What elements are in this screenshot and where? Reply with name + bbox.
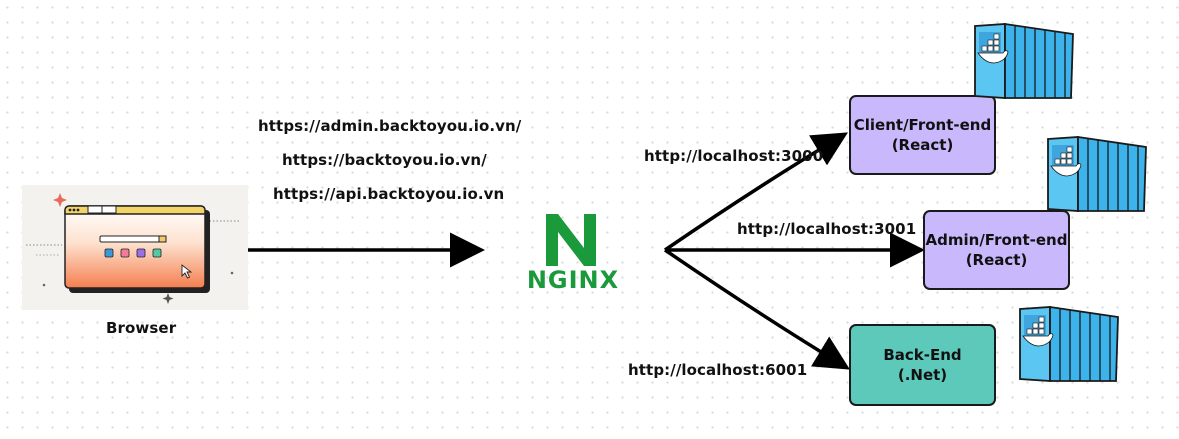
browser-window-icon [26, 193, 240, 304]
incoming-url-api: https://api.backtoyou.io.vn [273, 185, 505, 203]
docker-container-icon [974, 22, 1074, 99]
arrow-to-client [664, 132, 849, 252]
incoming-url-client: https://backtoyou.io.vn/ [282, 151, 487, 169]
service-admin-frontend: Admin/Front-end (React) [923, 210, 1070, 290]
route-url-backend: http://localhost:6001 [628, 361, 808, 379]
route-url-client: http://localhost:3000 [644, 147, 824, 165]
service-client-name: Client/Front-end [853, 116, 992, 134]
incoming-url-admin: https://admin.backtoyou.io.vn/ [258, 117, 522, 135]
service-admin-name: Admin/Front-end [925, 231, 1068, 249]
browser-illustration [22, 185, 248, 310]
nginx-logo-text: NGINX [527, 266, 619, 294]
docker-container-icon [1019, 306, 1119, 382]
service-backend-name: Back-End [883, 346, 962, 364]
service-backend-tech: (.Net) [897, 366, 948, 384]
docker-container-icon [1047, 136, 1147, 212]
service-backend: Back-End (.Net) [849, 324, 996, 406]
browser-label: Browser [106, 319, 177, 337]
service-client-frontend: Client/Front-end (React) [849, 95, 996, 175]
arrow-to-backend [664, 248, 850, 370]
route-url-admin: http://localhost:3001 [737, 220, 917, 238]
nginx-logo: NGINX [527, 214, 619, 294]
service-admin-tech: (React) [965, 251, 1028, 269]
service-client-tech: (React) [891, 136, 954, 154]
